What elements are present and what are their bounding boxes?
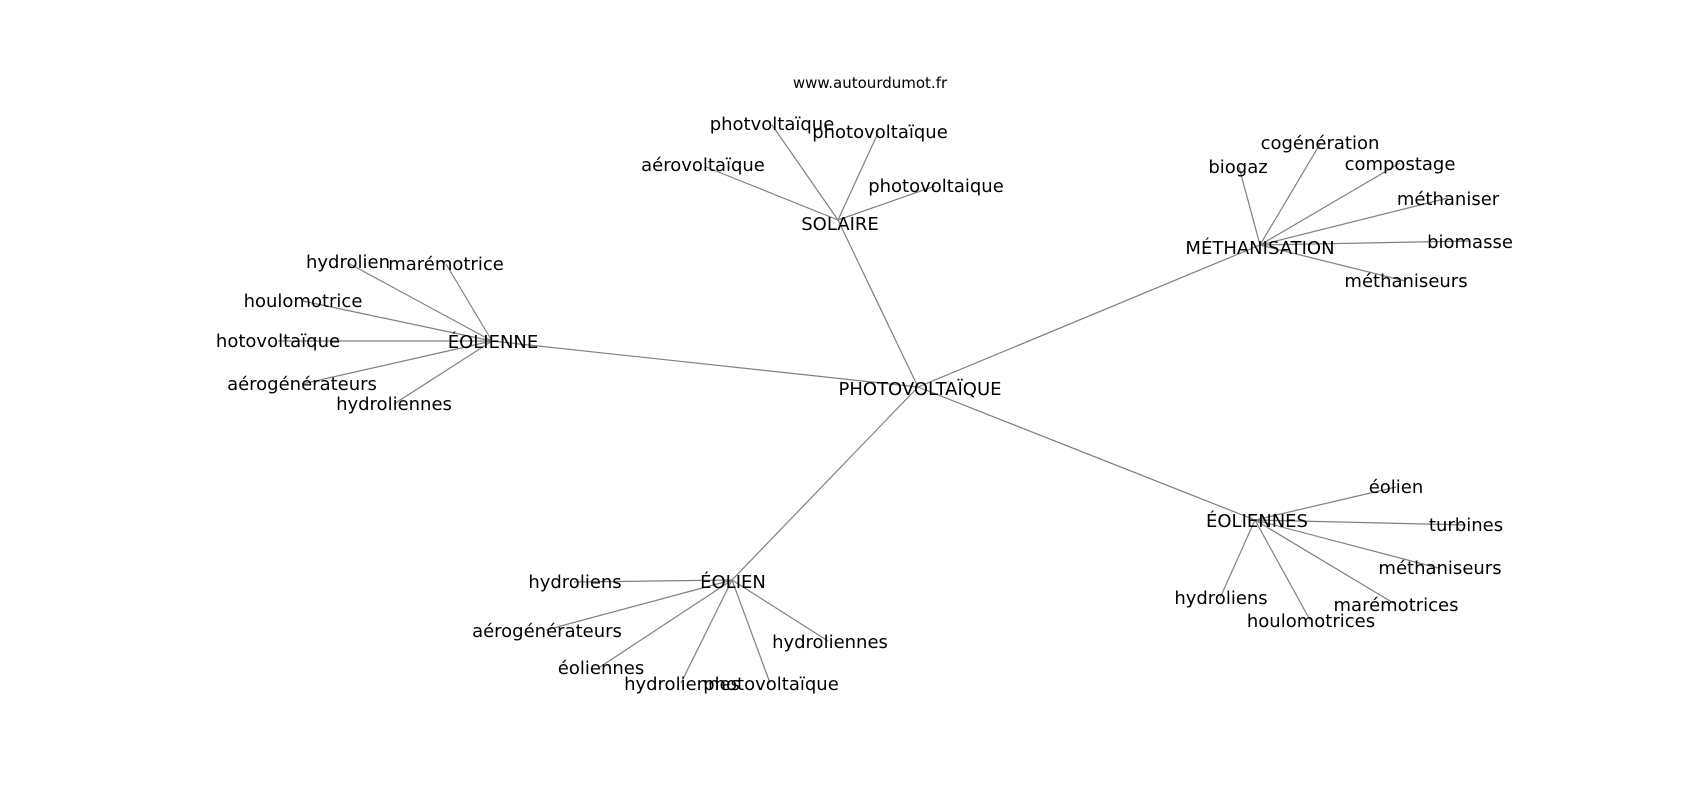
edge-solaire-s3 (705, 166, 839, 221)
node-methaniseurs-eoliennes: méthaniseurs (1378, 558, 1501, 579)
edge-eoliennes-n4 (1254, 519, 1396, 605)
edge-eolienne-e6 (393, 340, 493, 405)
edge-center-eolien (731, 386, 919, 581)
node-hydrolien: hydrolien (306, 252, 390, 273)
edge-methanisation-m1 (1259, 143, 1321, 246)
node-compostage: compostage (1345, 154, 1456, 175)
edge-eolienne-e3 (302, 300, 493, 342)
node-turbines: turbines (1429, 515, 1503, 536)
edge-eoliennes-n3 (1254, 519, 1439, 569)
edge-center-methanisation (917, 244, 1261, 388)
node-aerogenerateurs-eolienne: aérogénérateurs (227, 374, 377, 395)
node-photovoltaique-eolien: photovoltaïque (703, 674, 839, 695)
edges (278, 124, 1471, 684)
node-photovoltaique-center: PHOTOVOLTAÏQUE (838, 379, 1001, 400)
node-biomasse: biomasse (1427, 232, 1513, 253)
edge-eolien-o6 (731, 579, 771, 684)
edge-methanisation-m5 (1259, 240, 1471, 246)
node-photovoltaique-solaire: photovoltaïque (812, 122, 948, 143)
node-hydroliens-eolien: hydroliens (528, 572, 621, 593)
node-biogaz: biogaz (1208, 157, 1267, 178)
edge-methanisation-m3 (1259, 162, 1401, 246)
node-solaire: SOLAIRE (801, 214, 879, 235)
edge-eolien-o4 (731, 579, 829, 642)
node-methanisation: MÉTHANISATION (1185, 237, 1334, 259)
node-hydroliennes-eolienne: hydroliennes (336, 394, 452, 415)
edge-eolien-o1 (573, 579, 733, 583)
labels: www.autourdumot.fr PHOTOVOLTAÏQUE SOLAIR… (216, 74, 1513, 695)
edge-eoliennes-n6 (1254, 519, 1311, 621)
node-photvoltaique: photvoltaïque (710, 114, 835, 135)
edge-methanisation-m6 (1259, 244, 1406, 282)
node-hotovoltaique: hotovoltaïque (216, 331, 340, 352)
node-cogeneration: cogénération (1261, 133, 1380, 154)
node-photovoltaique-plain: photovoltaique (868, 176, 1004, 197)
edge-eolien-o3 (599, 579, 733, 668)
credit-text: www.autourdumot.fr (793, 74, 948, 92)
edge-solaire-s4 (837, 185, 936, 221)
node-eoliennes: ÉOLIENNES (1206, 510, 1308, 532)
edge-eoliennes-n1 (1254, 486, 1397, 521)
node-eolien-leaf: éolien (1369, 477, 1424, 498)
node-hydroliennes-eolien-right: hydroliennes (772, 632, 888, 653)
node-methaniseurs-methanisation: méthaniseurs (1344, 271, 1467, 292)
edge-methanisation-m4 (1259, 197, 1449, 246)
node-hydroliens-eoliennes: hydroliens (1174, 588, 1267, 609)
edge-eolienne-e1 (347, 262, 493, 342)
node-eoliennes-leaf: éoliennes (558, 658, 644, 679)
node-eolien: ÉOLIEN (700, 571, 766, 593)
node-houlomotrice: houlomotrice (244, 291, 363, 312)
edge-eoliennes-n2 (1254, 519, 1467, 526)
node-maremotrice: marémotrice (388, 254, 504, 275)
edge-methanisation-m2 (1238, 166, 1261, 246)
edge-eolienne-e2 (445, 263, 493, 342)
node-methaniser: méthaniser (1397, 189, 1500, 210)
node-houlomotrices: houlomotrices (1247, 611, 1375, 632)
edge-center-eoliennes (917, 386, 1256, 521)
edge-solaire-s1 (771, 124, 839, 221)
edge-solaire-s2 (837, 132, 879, 221)
node-eolienne: ÉOLIENNE (448, 331, 539, 353)
node-aerogenerateurs-eolien: aérogénérateurs (472, 621, 622, 642)
edge-eolienne-e5 (301, 340, 493, 385)
node-hydroliennes-eolien-bottom: hydroliennes (624, 674, 740, 695)
node-maremotrices: marémotrices (1334, 595, 1459, 616)
edge-eolien-o2 (545, 579, 733, 631)
node-aerovoltaique: aérovoltaïque (641, 155, 765, 176)
edge-eoliennes-n5 (1219, 519, 1256, 599)
edge-eolien-o5 (680, 579, 733, 684)
edge-center-solaire (837, 219, 919, 388)
edge-center-eolienne (491, 340, 919, 388)
